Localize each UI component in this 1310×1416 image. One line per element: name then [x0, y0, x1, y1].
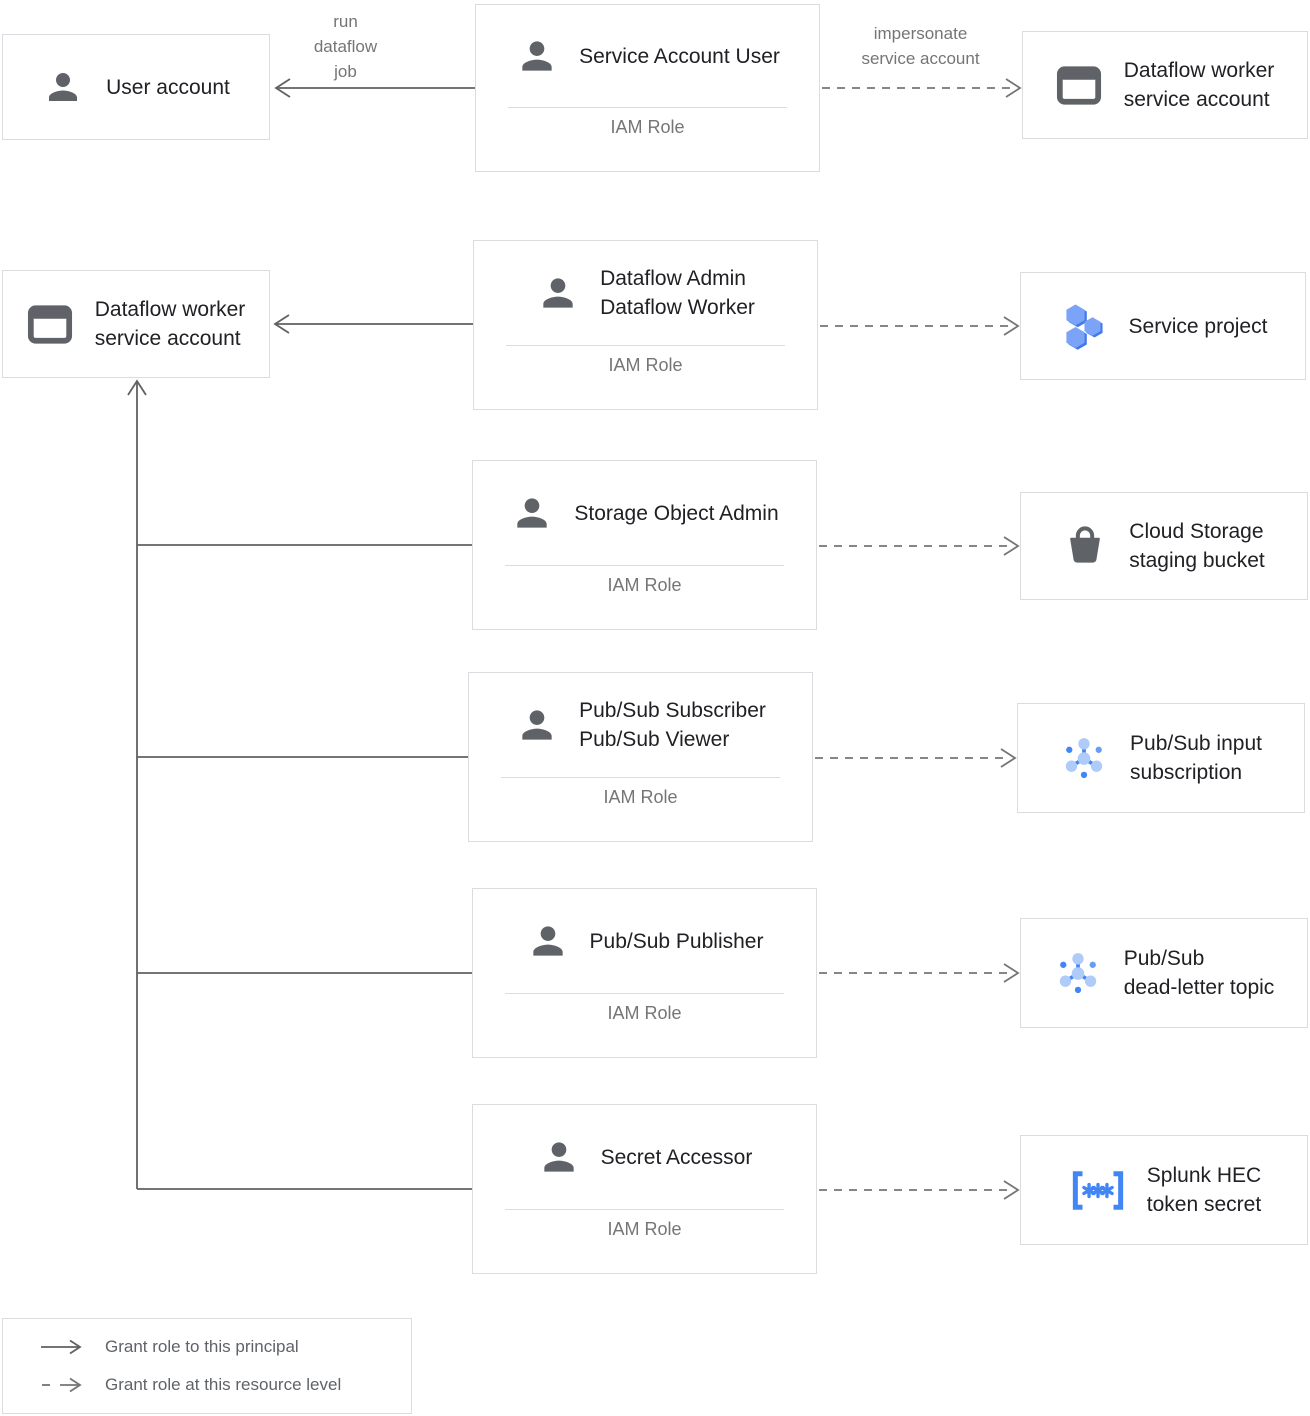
iam-role-label: IAM Role — [607, 1219, 682, 1239]
arrowhead-right — [1003, 963, 1020, 983]
arrowhead-right — [1000, 748, 1017, 768]
edge-label-impersonate: impersonate service account — [861, 24, 980, 68]
node-role-storage-object-admin: Storage Object Admin IAM Role — [472, 460, 817, 630]
iam-role-label: IAM Role — [608, 355, 683, 375]
service-account-icon — [27, 304, 72, 344]
person-icon — [532, 926, 563, 956]
person-icon — [49, 73, 78, 101]
node-role-dataflow-admin-worker: Dataflow Admin Dataflow Worker IAM Role — [473, 240, 818, 410]
dashed-arrow-icon — [42, 1378, 82, 1393]
divider — [501, 777, 780, 778]
node-label: Cloud Storage staging bucket — [1129, 520, 1265, 572]
arrowhead-right — [1003, 316, 1020, 336]
role-title: Pub/Sub Subscriber Pub/Sub Viewer — [579, 699, 766, 751]
node-splunk-hec-token-secret: Splunk HEC token secret — [1020, 1135, 1308, 1245]
arrowhead-right — [1003, 536, 1020, 556]
divider — [505, 993, 784, 994]
node-role-secret-accessor: Secret Accessor IAM Role — [472, 1104, 817, 1274]
legend-item-dashed: Grant role at this resource level — [39, 1374, 411, 1396]
solid-arrow-icon — [41, 1339, 82, 1354]
node-label: Splunk HEC token secret — [1146, 1164, 1262, 1216]
node-cloud-storage-bucket: Cloud Storage staging bucket — [1020, 492, 1308, 600]
node-label: User account — [106, 75, 230, 99]
node-label: Service project — [1128, 314, 1268, 338]
node-label: Dataflow worker service account — [1123, 59, 1275, 111]
arrowhead-right — [1005, 78, 1022, 98]
role-title: Pub/Sub Publisher — [589, 929, 764, 953]
legend-label: Grant role to this principal — [105, 1336, 299, 1356]
person-icon — [517, 498, 548, 528]
node-label: Pub/Sub input subscription — [1130, 732, 1262, 784]
divider — [505, 1209, 784, 1210]
iam-role-label: IAM Role — [607, 1003, 682, 1023]
storage-bucket-icon — [1070, 526, 1101, 563]
role-title: Service Account User — [579, 44, 780, 68]
node-dataflow-worker-sa-left: Dataflow worker service account — [2, 270, 270, 378]
role-title: Secret Accessor — [600, 1145, 753, 1169]
iam-role-label: IAM Role — [603, 787, 678, 807]
pubsub-icon — [1065, 738, 1103, 779]
edge-label-run-dataflow-job: run dataflow job — [313, 12, 378, 81]
person-icon — [522, 41, 552, 71]
node-dataflow-worker-sa-top: Dataflow worker service account — [1022, 31, 1308, 139]
node-role-pubsub-publisher: Pub/Sub Publisher IAM Role — [472, 888, 817, 1058]
node-label: Dataflow worker service account — [94, 298, 246, 350]
node-role-service-account-user: Service Account User IAM Role — [475, 4, 820, 172]
node-pubsub-dead-letter-topic: Pub/Sub dead-letter topic — [1020, 918, 1308, 1028]
person-icon — [543, 278, 573, 308]
node-service-project: Service project — [1020, 272, 1306, 380]
project-hexagons-icon — [1065, 304, 1103, 350]
node-user-account: User account — [2, 34, 270, 140]
arrowhead-left — [274, 78, 291, 98]
divider — [508, 107, 787, 108]
divider — [506, 345, 785, 346]
pubsub-icon — [1059, 953, 1096, 994]
person-icon — [522, 710, 552, 740]
legend: Grant role to this principal Grant role … — [2, 1318, 412, 1414]
legend-item-solid: Grant role to this principal — [39, 1336, 411, 1358]
legend-label: Grant role at this resource level — [105, 1375, 342, 1395]
arrowhead-left — [273, 314, 290, 334]
service-account-icon — [1056, 65, 1101, 105]
person-icon — [543, 1142, 574, 1172]
iam-role-label: IAM Role — [610, 117, 685, 137]
node-role-pubsub-subscriber-viewer: Pub/Sub Subscriber Pub/Sub Viewer IAM Ro… — [468, 672, 813, 842]
node-pubsub-input-subscription: Pub/Sub input subscription — [1017, 703, 1305, 813]
divider — [505, 565, 784, 566]
iam-role-label: IAM Role — [607, 575, 682, 595]
arrowhead-right — [1003, 1180, 1020, 1200]
role-title: Storage Object Admin — [574, 501, 779, 525]
secret-icon — [1072, 1170, 1123, 1210]
arrowhead-up — [127, 379, 147, 396]
role-title: Dataflow Admin Dataflow Worker — [600, 267, 755, 319]
node-label: Pub/Sub dead-letter topic — [1123, 947, 1275, 999]
